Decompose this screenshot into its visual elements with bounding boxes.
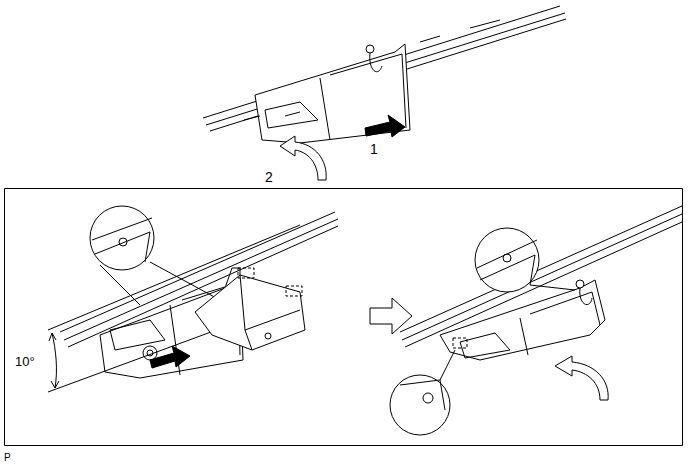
left-view xyxy=(60,206,338,378)
panel-frame xyxy=(5,189,683,446)
step-arrow xyxy=(370,298,412,334)
cover-part xyxy=(195,268,305,350)
rotate-arrow xyxy=(555,356,608,400)
right-view xyxy=(390,206,682,435)
callout-number: 2 xyxy=(264,169,274,185)
bracket xyxy=(244,44,410,143)
callout-number: 1 xyxy=(369,141,379,157)
angle-dimension-label: 10° xyxy=(14,354,36,369)
page-mark: P xyxy=(3,452,12,464)
push-arrow xyxy=(150,346,190,368)
push-arrow xyxy=(365,115,405,137)
rotate-arrow xyxy=(280,136,326,180)
